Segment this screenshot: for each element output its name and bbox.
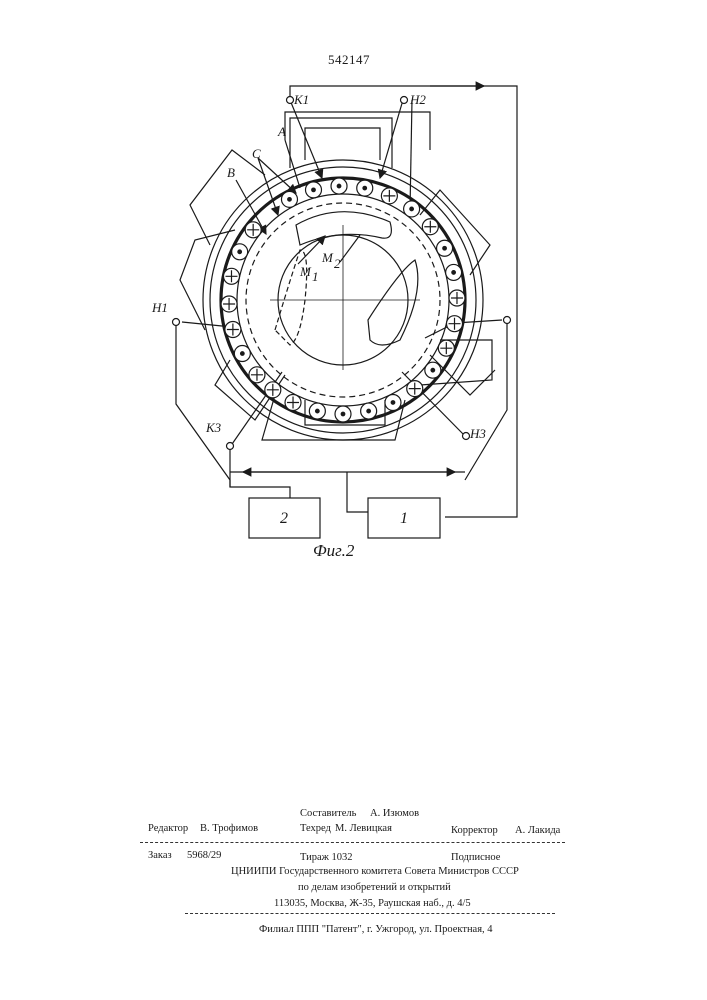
label-a: А <box>277 124 286 139</box>
corrector-name: А. Лакида <box>515 825 560 836</box>
divider-top <box>140 842 565 843</box>
terminal-h3 <box>463 433 470 440</box>
end-winding-top <box>305 128 380 160</box>
block-2-label: 2 <box>280 510 288 527</box>
divider-bottom <box>185 913 555 914</box>
conductor-dot-mark <box>316 409 320 413</box>
compiler-label: Составитель <box>300 808 356 819</box>
coil-m2 <box>296 212 391 245</box>
conductor-dot-mark <box>238 250 242 254</box>
editor-label: Редактор <box>148 823 188 834</box>
terminal-h2 <box>401 97 408 104</box>
stator-winding-diagram: 2 1 К1 Н2 Н1 К3 Н3 А В С М 1 М 2 Фиг.2 <box>0 0 707 580</box>
org-line-1: ЦНИИПИ Государственного комитета Совета … <box>231 866 519 877</box>
corrector-label: Корректор <box>451 825 498 836</box>
conductor-dot-mark <box>288 198 292 202</box>
conductor-dot-mark <box>341 412 345 416</box>
label-h2: Н2 <box>409 92 426 107</box>
label-b: В <box>227 165 235 180</box>
terminal-k3 <box>227 443 234 450</box>
techred-label: Техред <box>300 823 331 834</box>
conductor-dot-mark <box>391 401 395 405</box>
label-h3: Н3 <box>469 426 486 441</box>
block-1-label: 1 <box>400 510 408 527</box>
conductor-dot-mark <box>410 207 414 211</box>
subscription: Подписное <box>451 852 500 863</box>
coil-m3 <box>368 260 418 345</box>
branch: Филиал ППП "Патент", г. Ужгород, ул. Про… <box>259 924 493 935</box>
lead-h3-b <box>425 320 502 338</box>
techred-name: М. Левицкая <box>335 823 392 834</box>
label-m1-sub: 1 <box>312 269 319 284</box>
conductor-dot-mark <box>367 409 371 413</box>
terminal-h1 <box>173 319 180 326</box>
conductor-dot-mark <box>312 188 316 192</box>
order-label: Заказ <box>148 850 172 861</box>
conductor-dot-mark <box>431 368 435 372</box>
conductor-dot-mark <box>363 186 367 190</box>
terminal-k1 <box>287 97 294 104</box>
label-h1: Н1 <box>151 300 168 315</box>
label-m1: М <box>299 264 312 279</box>
label-k1: К1 <box>293 92 309 107</box>
label-m2-sub: 2 <box>334 256 341 271</box>
conductor-dot-mark <box>241 352 245 356</box>
figure-caption: Фиг.2 <box>313 541 355 560</box>
org-line-2: по делам изобретений и открытий <box>298 882 451 893</box>
conductor-dot-mark <box>443 246 447 250</box>
address: 113035, Москва, Ж-35, Раушская наб., д. … <box>274 898 471 909</box>
order-number: 5968/29 <box>187 850 221 861</box>
conductor-dot-mark <box>337 184 341 188</box>
label-m2: М <box>321 250 334 265</box>
label-k3: К3 <box>205 420 222 435</box>
conductor-dot-mark <box>452 271 456 275</box>
circulation: Тираж 1032 <box>300 852 353 863</box>
editor-name: В. Трофимов <box>200 823 258 834</box>
lead-h3 <box>465 320 507 480</box>
compiler-name: А. Изюмов <box>370 808 419 819</box>
label-c: С <box>252 146 261 161</box>
terminal-h3-right <box>504 317 511 324</box>
lead-h1 <box>176 322 230 487</box>
